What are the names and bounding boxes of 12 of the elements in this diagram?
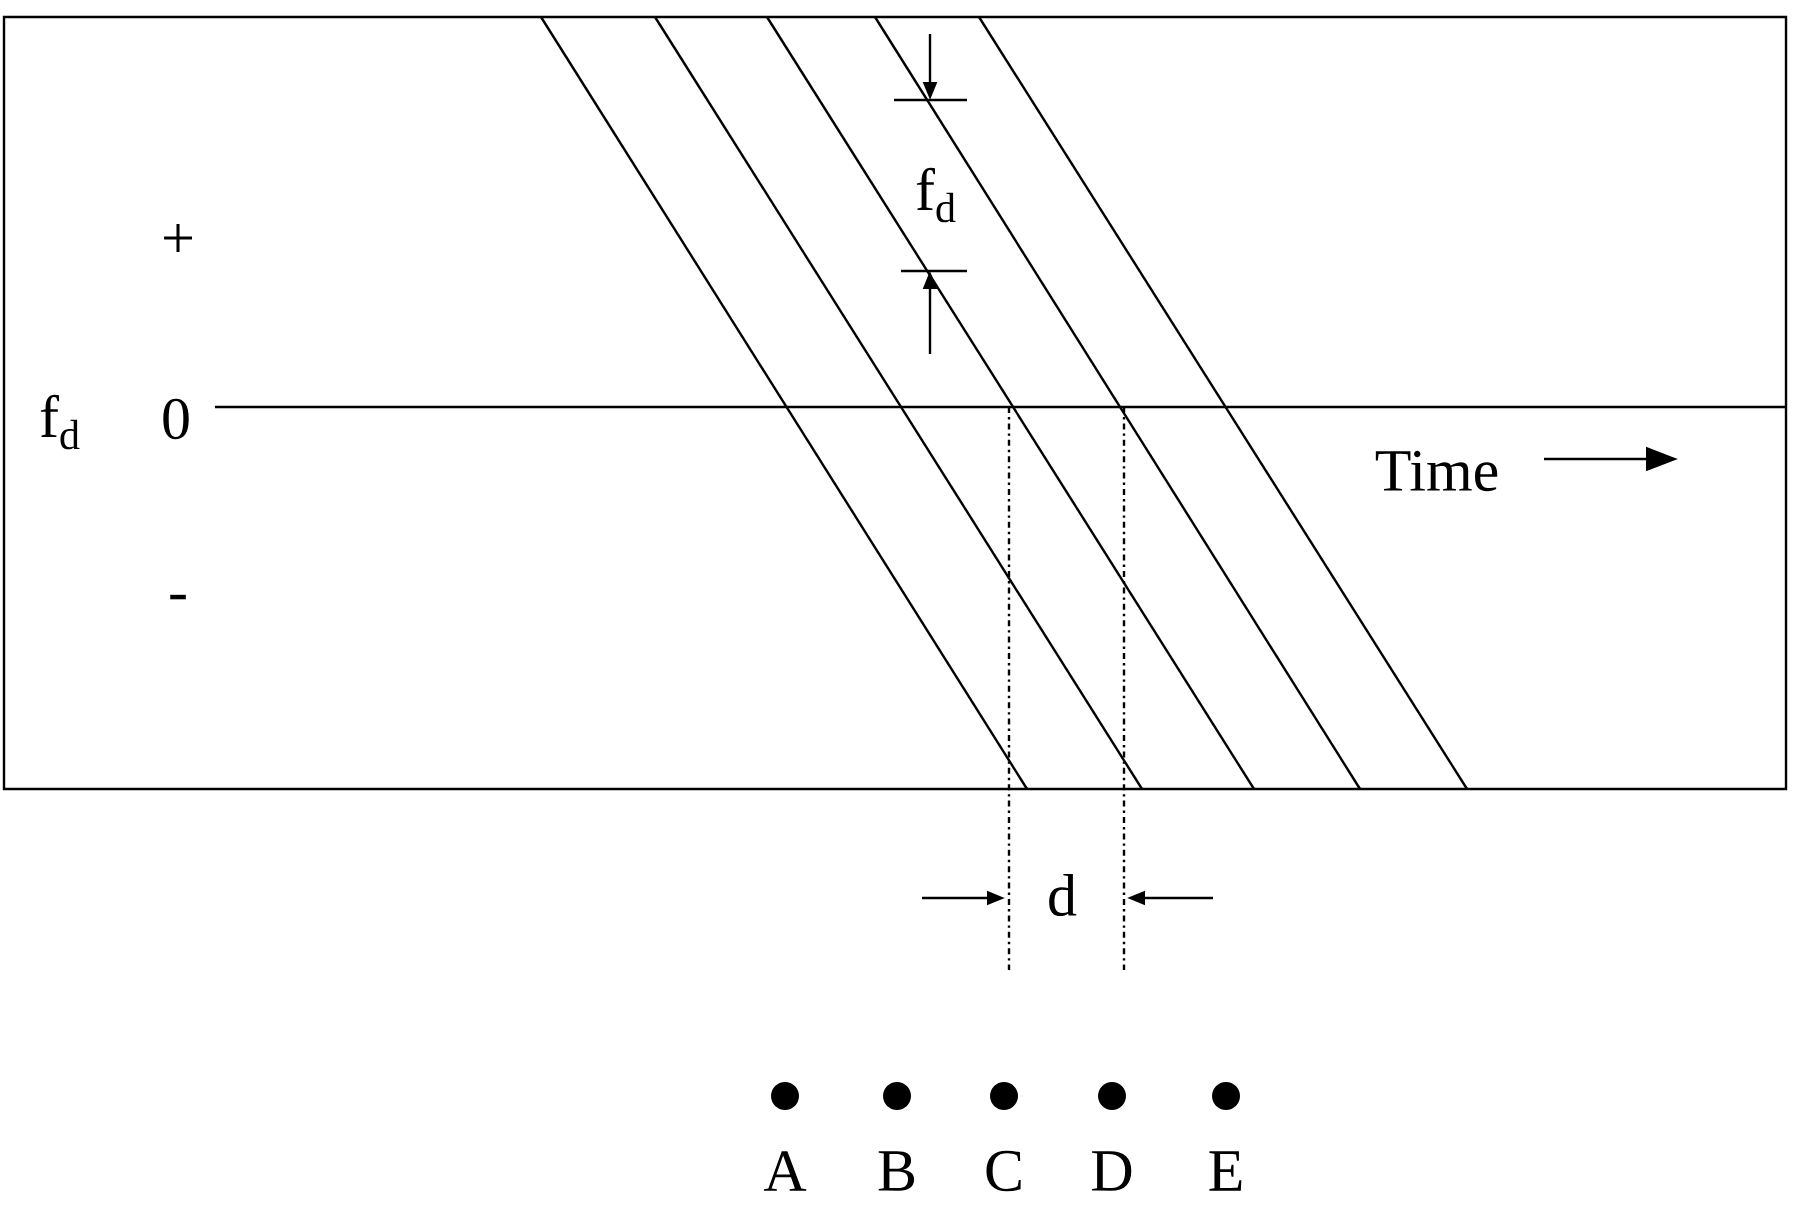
point-label: A	[763, 1151, 807, 1191]
axis-label: f$_{d}$	[40, 394, 80, 450]
point-label: B	[878, 1151, 915, 1191]
point-label: E	[1209, 1151, 1242, 1191]
tick-label: 0	[163, 398, 189, 440]
tick-label: +	[164, 224, 192, 252]
point-label: D	[1092, 1151, 1132, 1191]
dimension-label: f$_{d}$	[916, 167, 956, 223]
point-label: C	[986, 1150, 1021, 1192]
tick-label: -	[170, 594, 186, 600]
dimension-label: d	[1049, 873, 1077, 917]
axis-label: Time	[1375, 450, 1498, 492]
